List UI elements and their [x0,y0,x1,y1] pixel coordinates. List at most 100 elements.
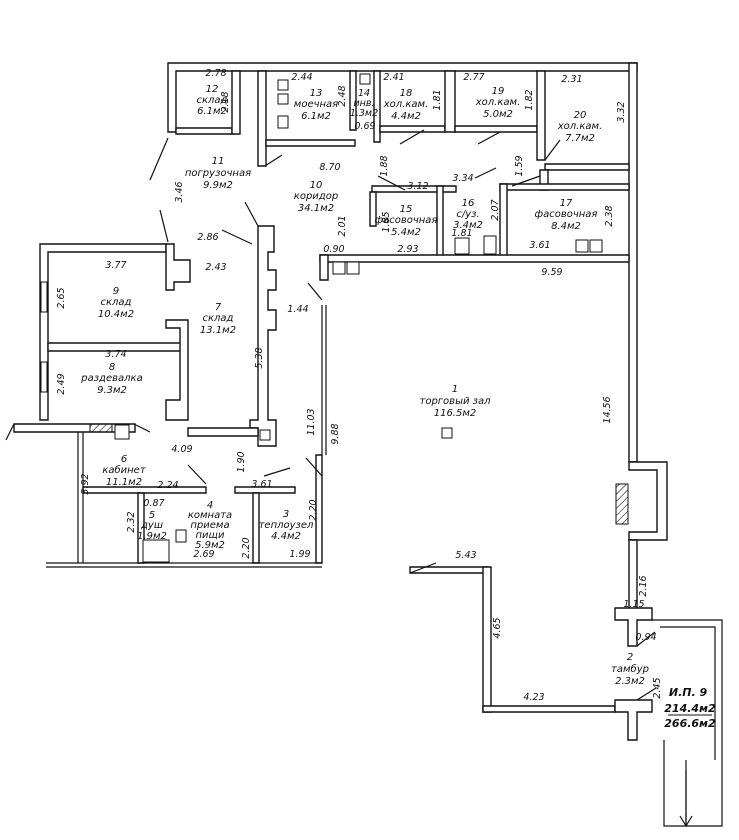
dim-45: 2.20 [241,537,252,558]
stove-a [332,261,346,275]
dim-9: 2.31 [561,74,582,85]
door-15 [377,175,406,191]
shower-box [175,529,187,543]
door-11b [159,209,169,243]
room-name-14: инв. [353,98,374,109]
dim-25: 1.81 [451,228,472,239]
dim-30: 1.44 [287,304,308,315]
wall-services-left [319,254,329,281]
room-area-16: 3.4м2 [453,220,483,231]
room-area-8: 9.3м2 [97,385,127,396]
wall-right-projection [628,461,668,541]
door-4 [263,467,291,477]
dim-50: 1.15 [623,599,644,610]
wall-20-bottom [544,163,630,171]
sink-13b [277,93,289,105]
wall-services-bottom [319,254,630,263]
wall-19-20 [536,70,546,161]
room-num-1: 1 [452,384,458,395]
room-name-5: душ [140,520,163,531]
room-name-8: раздевалка [80,373,142,384]
wall-window-left-1 [40,281,48,313]
dim-24: 2.93 [397,244,418,255]
dim-3: 2.48 [337,85,348,106]
room-num-12: 12 [206,84,219,95]
dim-39: 3.92 [80,473,91,494]
room-num-3: 3 [283,509,289,520]
wall-room-12 [175,127,233,135]
hall-column [441,427,453,439]
dim-37: 4.09 [171,444,192,455]
room-area-20: 7.7м2 [565,133,595,144]
room-labels: 1 торговый зал 116.5м2 2 тамбур 2.3м2 3 … [80,84,649,687]
porch-outline [652,619,723,827]
dim-1: 2.18 [220,91,231,112]
dim-10: 3.32 [616,101,627,122]
room-name-16: с/уз. [456,209,479,220]
room-area-19: 5.0м2 [483,109,513,120]
wall-pillar-left [114,424,130,440]
wall-right-upper [628,62,638,463]
dim-17: 2.01 [337,215,348,236]
room-name-11: погрузочная [185,168,251,179]
door-18 [399,129,425,145]
room-name-15: фасовочная [375,215,438,226]
dim-23: 0.90 [323,244,344,255]
dim-4: 0.69 [354,121,375,132]
room-area-5: 1.9м2 [137,531,167,542]
room-name-3: теплоузел [259,520,314,531]
room-name-1: торговый зал [420,396,492,407]
sink-17a [575,239,589,253]
dim-31: 3.74 [105,349,126,360]
wall-17-top [499,183,630,191]
stove-b [346,261,360,275]
dim-16: 1.59 [514,155,525,176]
wall-edge-left [5,423,15,441]
dim-43: 2.20 [308,499,319,520]
room-area-13: 6.1м2 [301,111,331,122]
wall-13-bottom [265,139,356,147]
dim-26: 3.61 [529,240,550,251]
dim-47: 1.99 [289,549,310,560]
dim-29: 2.65 [56,287,67,308]
sink-13c [277,115,289,129]
wall-hall-bottom [482,705,616,713]
porch-inner [660,626,716,760]
door-17 [511,175,541,187]
door-hall-bottom [409,562,437,574]
wall-hall-lower-left [482,566,492,713]
room-num-4: 4 [207,500,213,511]
room-name-10: коридор [294,191,338,202]
room-area-10: 34.1м2 [298,203,334,214]
internal-walls [46,70,723,827]
dim-53: 2.45 [652,677,663,698]
room-num-15: 15 [400,204,413,215]
toilet-16 [483,235,497,255]
dim-27: 9.59 [541,267,562,278]
dim-2: 2.44 [291,72,312,83]
sink-13a [277,79,289,91]
dim-20: 2.38 [604,205,615,226]
room-num-18: 18 [400,88,413,99]
door-20 [544,139,561,161]
room-area-12: 6.1м2 [197,106,227,117]
wall-18-bottom [379,125,446,133]
room-area-15: 5.4м2 [391,227,421,238]
room-area-3: 4.4м2 [271,531,301,542]
door-hall [307,282,323,301]
dim-11: 8.70 [319,162,340,173]
room-name-13: моечная [294,99,338,110]
room-num-13: 13 [310,88,323,99]
door-10 [244,201,259,227]
dim-33: 2.49 [56,373,67,394]
dim-41: 3.61 [251,479,272,490]
dim-54: 4.23 [523,692,544,703]
room-num-5: 5 [149,510,155,521]
wall-15-left [369,191,377,227]
dim-44: 2.32 [126,511,137,532]
wall-16-17 [499,183,508,259]
sink-16 [454,237,470,255]
room-name-17: фасовочная [535,209,598,220]
dim-46: 2.69 [193,549,214,560]
totals-area-2: 266.6м2 [664,717,716,730]
